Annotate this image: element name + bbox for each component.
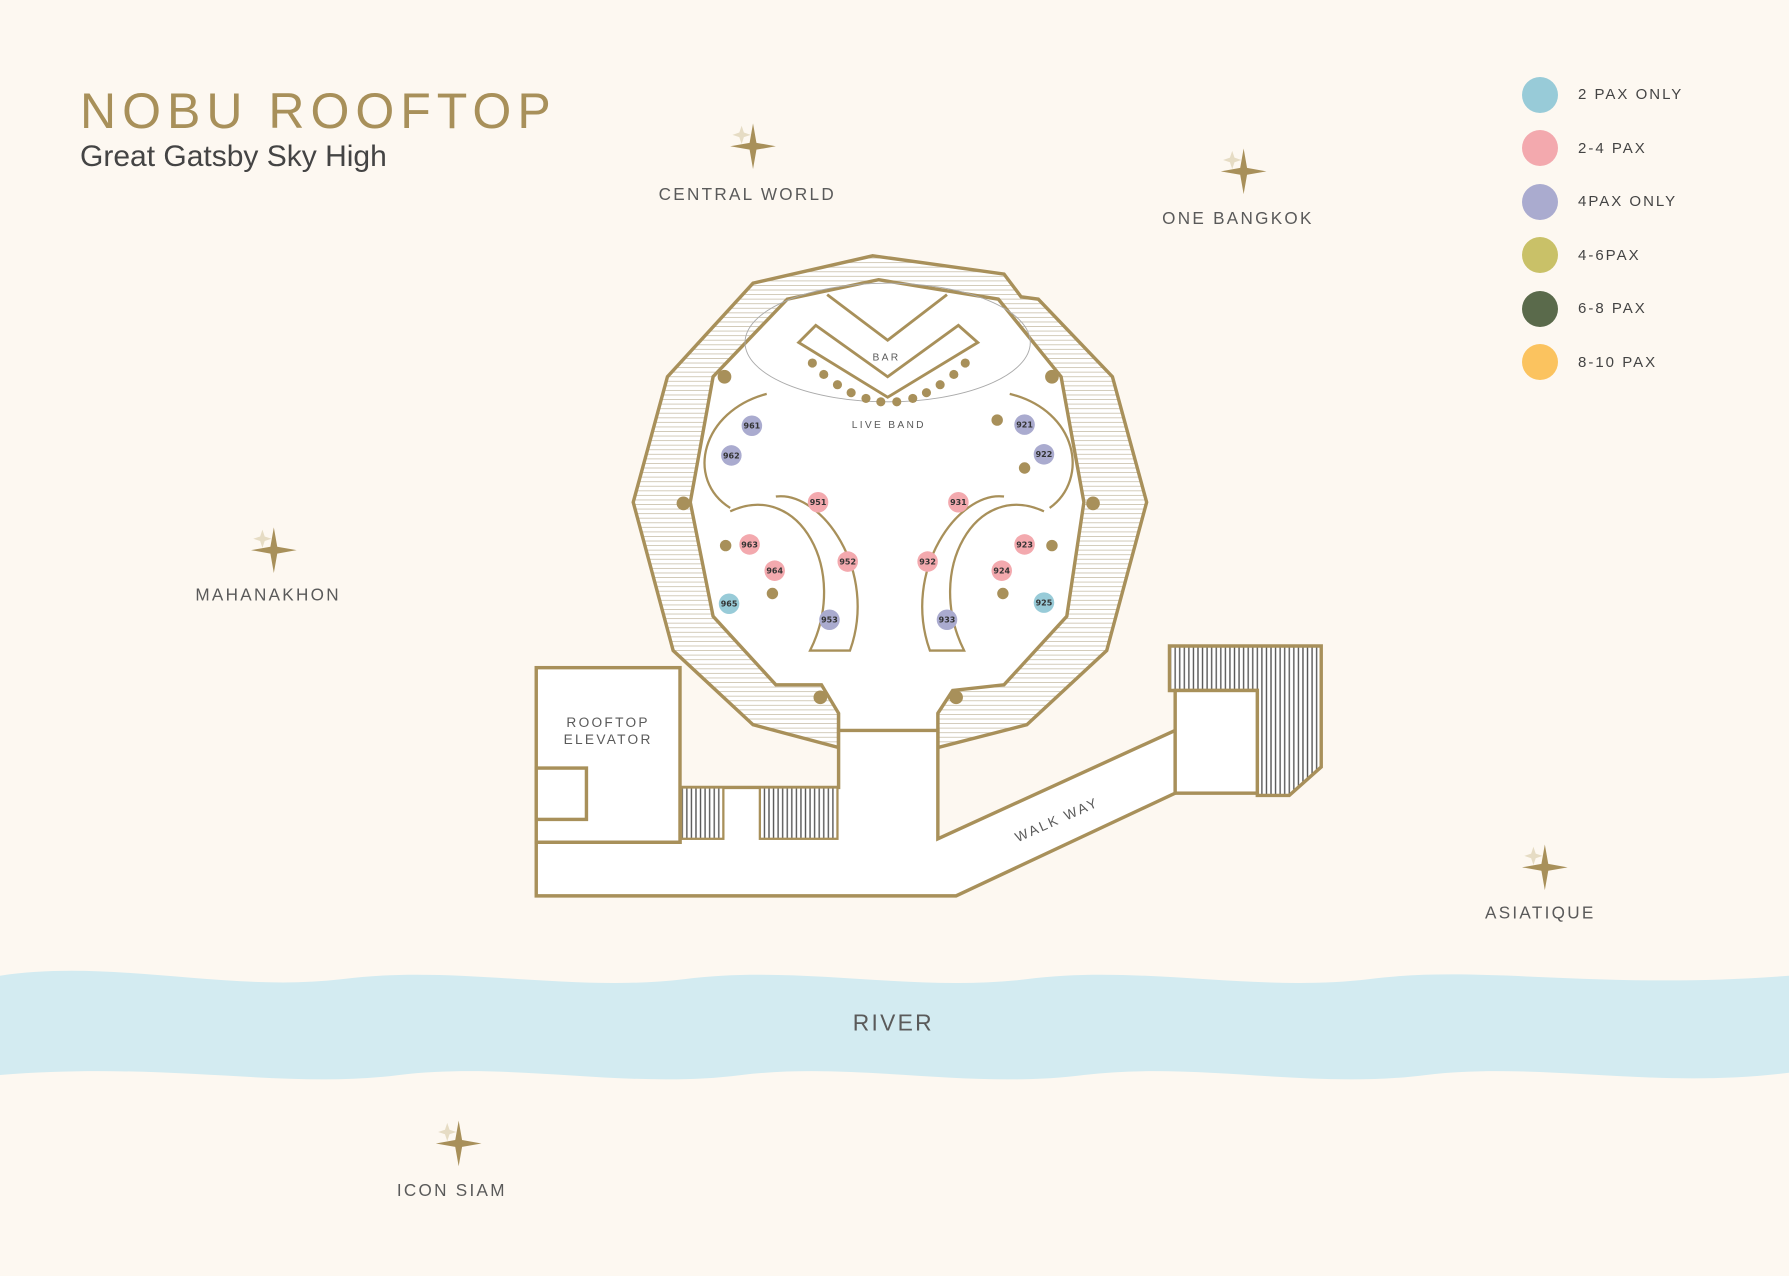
table-952[interactable]: 952 <box>837 551 858 572</box>
table-962[interactable]: 962 <box>721 445 742 466</box>
legend-swatch-icon <box>1522 183 1558 220</box>
table-number: 924 <box>993 567 1010 576</box>
table-number: 922 <box>1036 450 1053 459</box>
table-marker[interactable] <box>917 551 938 572</box>
legend-label: 6-8 PAX <box>1578 300 1647 318</box>
legend-label: 2-4 PAX <box>1578 139 1647 157</box>
table-marker[interactable] <box>837 551 858 572</box>
table-marker[interactable] <box>948 491 969 513</box>
legend-swatch-icon <box>1522 290 1558 327</box>
table-marker[interactable] <box>807 491 829 513</box>
table-925[interactable]: 925 <box>1033 592 1055 613</box>
table-923[interactable]: 923 <box>1014 534 1035 555</box>
bar-stools <box>676 358 1100 705</box>
legend-item: 4-6PAX <box>1522 229 1683 283</box>
elevator-inner <box>534 766 589 822</box>
page-title: NOBU ROOFTOP <box>80 83 557 139</box>
table-number: 931 <box>950 498 967 507</box>
table-number: 933 <box>939 616 956 625</box>
tables: 961 962 951 963 964 952 965 953 931 932 923 924 925 9… <box>718 414 1055 631</box>
legend-item: 8-10 PAX <box>1522 336 1683 390</box>
table-964[interactable]: 964 <box>764 560 785 581</box>
table-931[interactable]: 931 <box>948 491 969 513</box>
table-number: 961 <box>744 422 761 431</box>
table-924[interactable]: 924 <box>991 560 1013 581</box>
legend-label: 8-10 PAX <box>1578 353 1658 371</box>
table-number: 952 <box>839 557 856 566</box>
elevator-label-line2: ELEVATOR <box>564 732 653 747</box>
table-number: 923 <box>1016 540 1033 549</box>
stair-core <box>1173 688 1260 795</box>
table-marker[interactable] <box>991 560 1013 581</box>
table-965[interactable]: 965 <box>718 593 740 615</box>
table-marker[interactable] <box>1014 414 1035 435</box>
landmark-one-bangkok: ONE BANGKOK <box>1162 209 1314 228</box>
legend-item: 6-8 PAX <box>1522 282 1683 336</box>
legend-item: 2 PAX ONLY <box>1522 68 1683 122</box>
rooftop-building <box>534 254 1323 898</box>
table-951[interactable]: 951 <box>807 491 829 513</box>
table-marker[interactable] <box>1033 444 1055 465</box>
bar-label: BAR <box>873 353 901 364</box>
table-marker[interactable] <box>764 560 785 581</box>
table-number: 964 <box>766 567 783 576</box>
landmark-mahanakhon: MAHANAKHON <box>195 585 340 604</box>
legend-item: 4PAX ONLY <box>1522 175 1683 229</box>
legend-label: 2 PAX ONLY <box>1578 86 1684 104</box>
table-number: 951 <box>810 498 827 507</box>
landmark-asiatique: ASIATIQUE <box>1485 904 1596 923</box>
table-number: 925 <box>1036 598 1053 607</box>
table-marker[interactable] <box>1033 592 1055 613</box>
table-marker[interactable] <box>721 445 742 466</box>
legend-swatch-icon <box>1522 76 1558 113</box>
sparkle-icon <box>1522 844 1568 891</box>
table-953[interactable]: 953 <box>819 609 840 631</box>
table-marker[interactable] <box>741 415 763 437</box>
table-933[interactable]: 933 <box>936 609 958 631</box>
landmark-icon-siam: ICON SIAM <box>397 1181 507 1200</box>
table-963[interactable]: 963 <box>739 534 760 555</box>
table-number: 953 <box>821 616 838 625</box>
live-band-label: LIVE BAND <box>852 420 926 431</box>
legend-swatch-icon <box>1522 130 1558 167</box>
table-961[interactable]: 961 <box>741 415 763 437</box>
table-number: 965 <box>721 600 738 609</box>
table-number: 932 <box>919 557 936 566</box>
river <box>0 970 1789 1080</box>
legend-swatch-icon <box>1522 237 1558 274</box>
sparkle-icon <box>730 123 776 170</box>
legend-item: 2-4 PAX <box>1522 122 1683 176</box>
legend-label: 4-6PAX <box>1578 246 1641 264</box>
sparkle-icon <box>1220 148 1267 195</box>
table-marker[interactable] <box>739 534 760 555</box>
table-marker[interactable] <box>1014 534 1035 555</box>
landmark-central-world: CENTRAL WORLD <box>659 185 836 204</box>
sparkle-icon <box>435 1120 482 1167</box>
table-number: 921 <box>1016 420 1033 429</box>
legend-label: 4PAX ONLY <box>1578 193 1678 211</box>
legend: 2 PAX ONLY 2-4 PAX 4PAX ONLY 4-6PAX 6-8 … <box>1522 68 1683 389</box>
stairs-left <box>680 786 725 840</box>
sparkle-icon <box>251 527 297 573</box>
river-label: RIVER <box>853 1009 934 1035</box>
page-subtitle: Great Gatsby Sky High <box>80 140 387 173</box>
table-number: 963 <box>741 540 758 549</box>
stairs-right <box>758 786 839 840</box>
table-marker[interactable] <box>936 609 958 631</box>
table-marker[interactable] <box>819 609 840 631</box>
table-marker[interactable] <box>718 593 740 615</box>
table-number: 962 <box>723 451 740 460</box>
table-922[interactable]: 922 <box>1033 444 1055 465</box>
table-921[interactable]: 921 <box>1014 414 1035 435</box>
elevator-label-line1: ROOFTOP <box>566 715 649 730</box>
table-932[interactable]: 932 <box>917 551 938 572</box>
bar-counter <box>796 323 981 399</box>
legend-swatch-icon <box>1522 344 1558 381</box>
